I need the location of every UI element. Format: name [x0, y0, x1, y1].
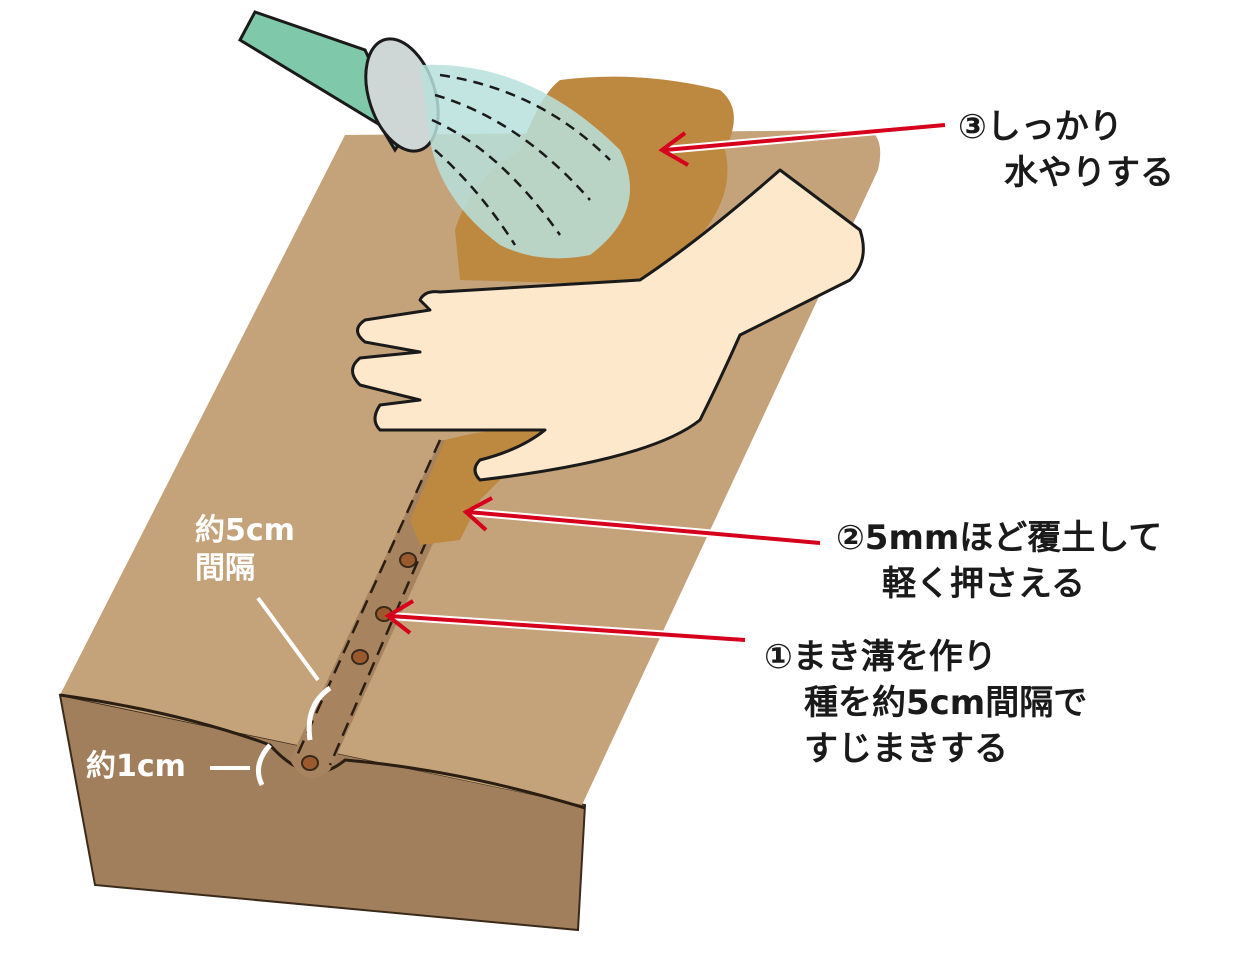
step3-label: ③しっかり 水やりする	[958, 104, 1174, 196]
arrow-step2	[462, 496, 821, 547]
water-droplet-lines	[431, 73, 611, 246]
spacing-line2: 間隔	[195, 551, 255, 586]
spacing-bracket	[306, 685, 332, 741]
step3-line1: ③しっかり	[958, 107, 1123, 147]
watering-can-spout	[238, 10, 407, 153]
seed	[301, 755, 319, 771]
spacing-line1: 約5cm	[195, 513, 295, 548]
step2-line2: 軽く押さえる	[882, 564, 1085, 604]
step2-label: ②5mmほど覆土して 軽く押さえる	[836, 515, 1162, 607]
water-stream	[420, 64, 630, 259]
step1-label: ①まき溝を作り 種を約5cm間隔で すじまきする	[764, 634, 1087, 772]
spacing-indicator-line	[256, 596, 320, 682]
hand	[351, 168, 865, 482]
seed	[351, 649, 369, 665]
step1-line1: ①まき溝を作り	[764, 637, 997, 677]
arrow-step1	[384, 599, 746, 644]
arrow-step3	[658, 121, 946, 167]
depth-bracket	[255, 743, 272, 787]
step1-line3: すじまきする	[804, 729, 1008, 769]
depth-label: 約1cm	[86, 749, 186, 784]
seed	[399, 552, 417, 568]
step2-line1: ②5mmほど覆土して	[836, 518, 1163, 558]
step3-line2: 水やりする	[1004, 153, 1174, 193]
furrow-edge-left	[293, 439, 442, 761]
step1-line2: 種を約5cm間隔で	[804, 683, 1088, 723]
spacing-label: 約5cm 間隔	[195, 512, 295, 588]
furrow-edge-right	[328, 439, 472, 766]
